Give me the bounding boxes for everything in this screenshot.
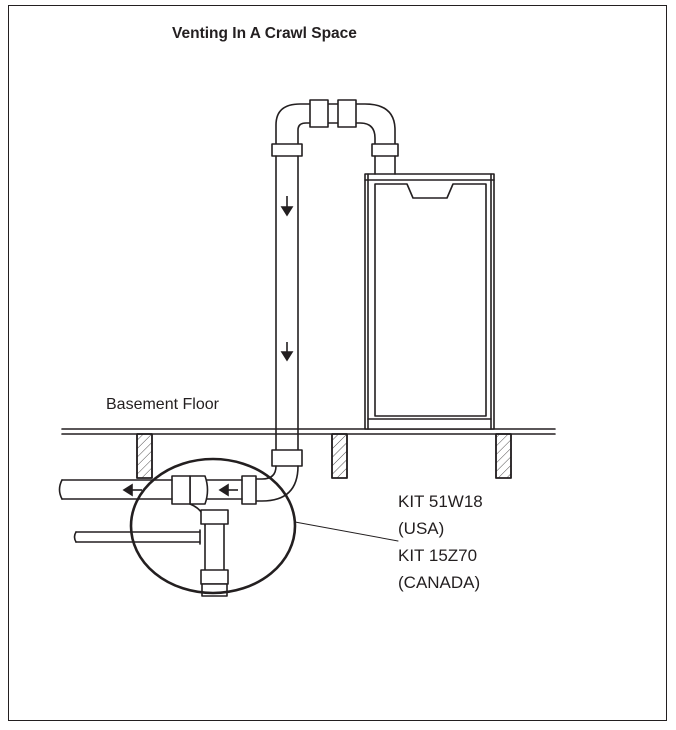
diagram-frame: [8, 5, 667, 721]
flow-arrow-down-icon: [280, 196, 294, 217]
kit-callout-circle: [129, 457, 297, 595]
kit-callout-leader: [294, 521, 399, 542]
floor-support: [495, 433, 512, 479]
flow-arrow-left-icon: [218, 483, 238, 497]
kit-canada-number: KIT 15Z70: [398, 546, 478, 565]
kit-usa-region: (USA): [398, 519, 445, 538]
drain-pipe: [189, 503, 229, 597]
diagram-title: Venting In A Crawl Space: [172, 25, 357, 42]
basement-floor-label: Basement Floor: [106, 396, 219, 413]
intake-pipe: [73, 529, 201, 545]
furnace-cabinet: [364, 173, 495, 430]
floor-support: [136, 433, 153, 479]
kit-usa-number: KIT 51W18: [398, 492, 483, 511]
floor-support: [331, 433, 348, 479]
kit-canada-region: (CANADA): [398, 573, 481, 592]
vertical-vent-pipe: [253, 99, 399, 502]
flow-arrow-left-icon: [122, 483, 142, 497]
flow-arrow-down-icon: [280, 342, 294, 362]
